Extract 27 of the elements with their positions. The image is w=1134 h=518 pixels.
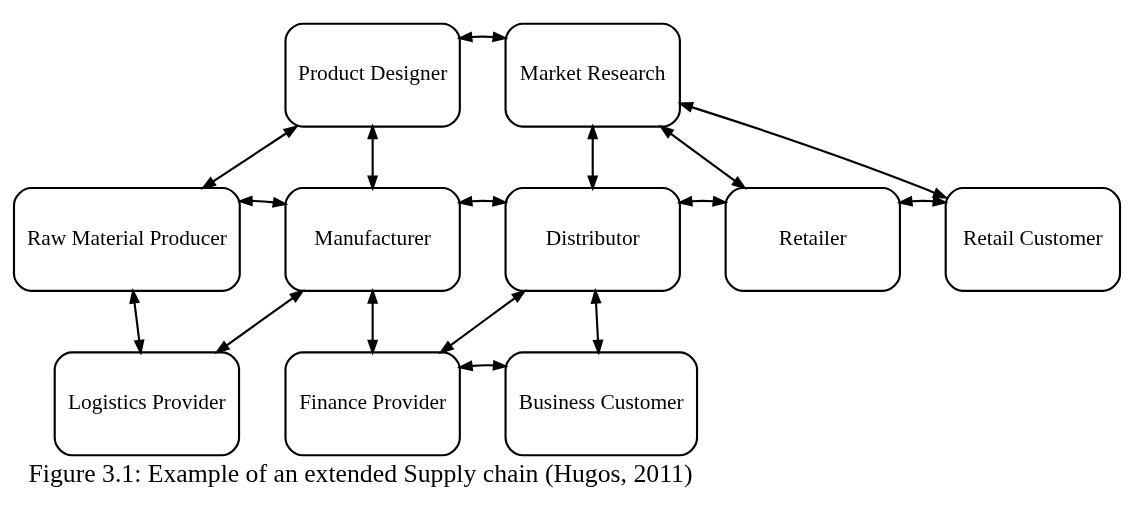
node-box: Business Customer bbox=[504, 350, 699, 456]
arrow bbox=[677, 101, 949, 199]
arrow bbox=[590, 287, 604, 355]
node-box: Distributor bbox=[504, 186, 681, 292]
caption: Figure 3.1: Example of an extended Supply chain (Hugos, 2011) bbox=[28, 458, 693, 488]
arrow bbox=[896, 195, 949, 207]
node-box: Retail Customer bbox=[944, 186, 1122, 292]
arrow bbox=[367, 123, 379, 191]
arrow bbox=[367, 287, 379, 355]
arrow bbox=[200, 124, 299, 190]
arrow bbox=[587, 123, 599, 191]
arrow bbox=[214, 288, 306, 354]
arrow bbox=[438, 288, 527, 354]
node-box: Raw Material Producer bbox=[12, 186, 241, 292]
arrow bbox=[676, 195, 729, 207]
node-box: Manufacturer bbox=[284, 186, 461, 292]
arrow bbox=[456, 195, 509, 207]
arrow bbox=[456, 359, 509, 371]
node-box: Logistics Provider bbox=[53, 350, 241, 456]
arrow bbox=[236, 194, 289, 208]
arrow bbox=[658, 124, 748, 190]
arrow bbox=[456, 30, 509, 42]
node-box: Retailer bbox=[724, 186, 902, 292]
node-box: Market Research bbox=[504, 22, 681, 128]
node-box: Product Designer bbox=[284, 22, 461, 128]
node-box: Finance Provider bbox=[284, 350, 461, 456]
arrow bbox=[129, 287, 145, 355]
